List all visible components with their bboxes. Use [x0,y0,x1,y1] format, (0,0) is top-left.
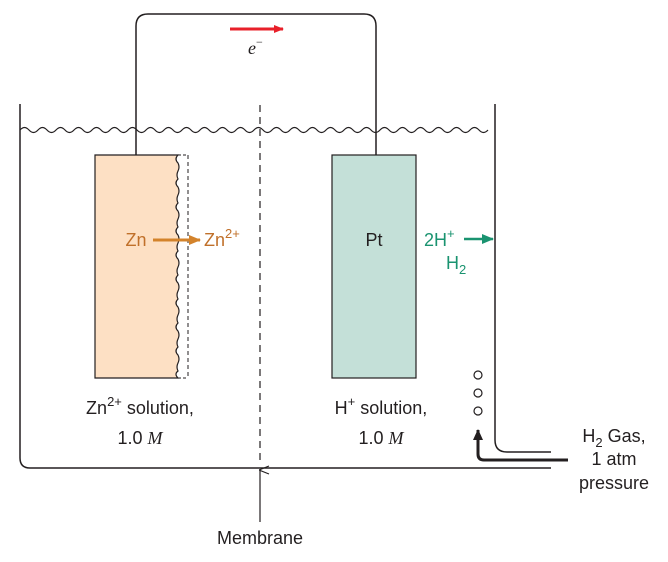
zinc-label: Zn [125,230,146,250]
zinc-solution-label: Zn2+ solution, [86,394,194,418]
gas-label-line2: 1 atm [591,449,636,469]
hydrogen-solution-concentration: 1.0 M [358,428,404,448]
liquid-surface [19,126,489,134]
hydrogen-gas-product-label: H2 [446,253,466,277]
gas-bubble [473,388,483,398]
membrane-label: Membrane [217,528,303,548]
gas-bubble [473,370,483,380]
beaker-wall-left [19,104,551,469]
gas-label-line3: pressure [579,473,649,493]
beaker-wall-right [494,104,551,453]
gas-label-line1: H2 Gas, [582,426,645,450]
external-wire [135,13,377,155]
gas-inlet-arrow [473,429,568,462]
hydrogen-solution-label: H+ solution, [335,394,428,418]
electron-label: e− [248,35,263,58]
gas-bubble [473,406,483,416]
zinc-solution-concentration: 1.0 M [117,428,163,448]
platinum-electrode [331,154,417,379]
zinc-ion-label: Zn2+ [204,226,240,250]
zinc-electrode [94,154,180,379]
platinum-label: Pt [365,230,382,250]
hydrogen-ion-label: 2H+ [424,226,455,250]
